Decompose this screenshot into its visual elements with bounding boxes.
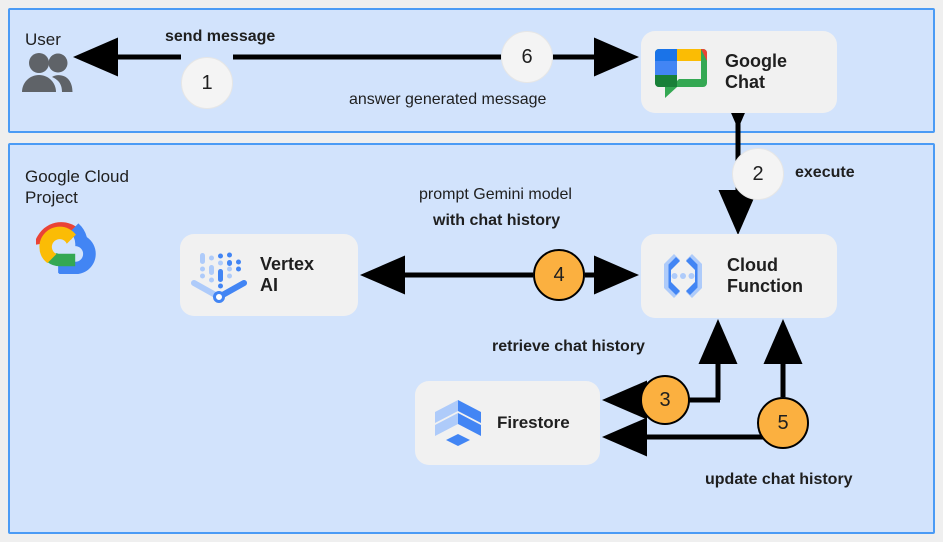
card-cloud-function[interactable]: Cloud Function	[641, 234, 837, 318]
step-badge-4: 4	[533, 249, 585, 301]
google-chat-icon	[651, 43, 711, 101]
step-badge-6: 6	[501, 31, 553, 83]
label-send-message: send message	[165, 28, 276, 45]
card-vertex-ai[interactable]: Vertex AI	[180, 234, 358, 316]
vertex-ai-icon	[190, 245, 248, 305]
card-cloud-function-label: Cloud Function	[727, 255, 803, 296]
label-with-chat-history: with chat history	[433, 212, 561, 229]
step-badge-3: 3	[640, 375, 690, 425]
card-google-chat-label: Google Chat	[725, 51, 787, 92]
card-vertex-ai-label: Vertex AI	[260, 254, 315, 295]
label-retrieve-chat-history: retrieve chat history	[492, 338, 645, 355]
cloud-function-icon	[655, 248, 711, 304]
panel-user-title: User	[25, 30, 61, 49]
firestore-icon	[429, 394, 487, 452]
google-cloud-icon	[33, 220, 98, 279]
card-google-chat[interactable]: Google Chat	[641, 31, 837, 113]
step-badge-5: 5	[757, 397, 809, 449]
step-badge-1: 1	[181, 57, 233, 109]
label-answer-generated-message: answer generated message	[349, 91, 547, 108]
card-firestore[interactable]: Firestore	[415, 381, 600, 465]
label-prompt-gemini-model: prompt Gemini model	[419, 186, 572, 203]
card-firestore-label: Firestore	[497, 413, 570, 433]
step-badge-2: 2	[732, 148, 784, 200]
people-icon	[18, 52, 76, 99]
panel-gcp-title: Google Cloud Project	[25, 167, 129, 208]
label-execute: execute	[795, 164, 855, 181]
label-update-chat-history: update chat history	[705, 471, 853, 488]
